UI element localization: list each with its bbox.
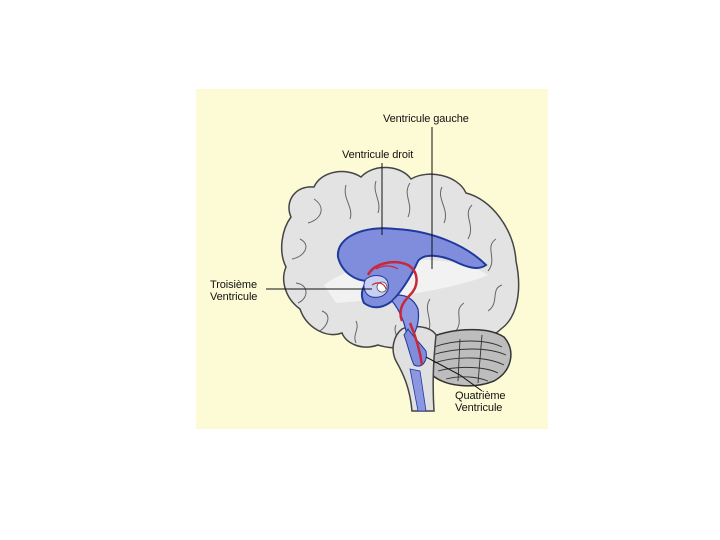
label-third-line1: Troisième: [210, 279, 257, 291]
brain-ventricles-figure: Ventricule gauche Ventricule droit Trois…: [196, 89, 548, 429]
label-right-ventricle: Ventricule droit: [342, 149, 413, 161]
label-third-ventricle: Troisième Ventricule: [210, 279, 257, 303]
brain-illustration: [196, 89, 548, 429]
label-fourth-ventricle: Quatrième Ventricule: [455, 390, 505, 414]
label-third-line2: Ventricule: [210, 291, 257, 303]
label-fourth-line1: Quatrième: [455, 390, 505, 402]
label-fourth-line2: Ventricule: [455, 402, 505, 414]
label-left-ventricle: Ventricule gauche: [383, 113, 469, 125]
